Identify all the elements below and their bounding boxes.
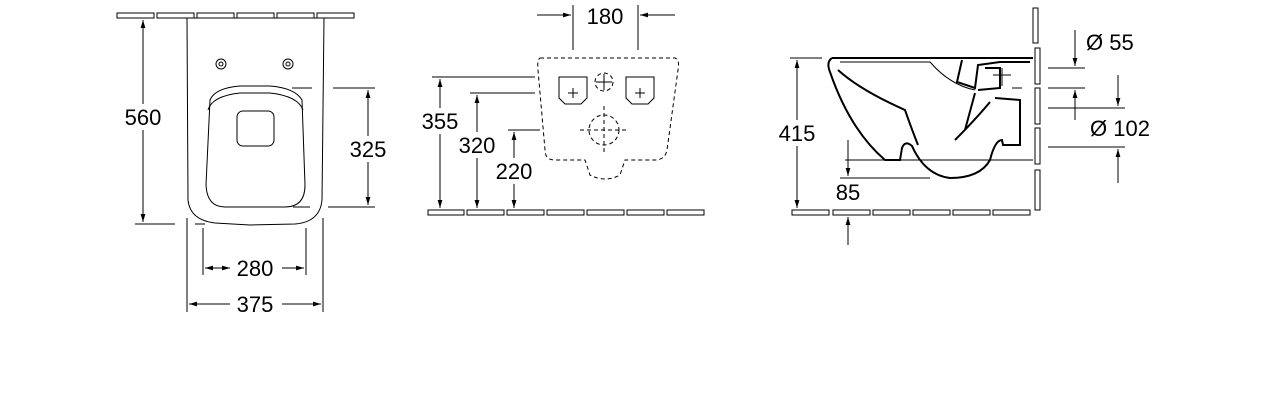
dim-outlet-height: 220 [496, 159, 533, 184]
floor-tiles [791, 209, 1031, 216]
bolt-holes [215, 58, 294, 70]
toilet-outline [186, 17, 325, 226]
dim-outlet-diameter: Ø 102 [1090, 116, 1150, 141]
seat-lid [205, 85, 306, 208]
bowl-profile [827, 57, 1033, 180]
wall-fixing-view: 180 355 320 220 [418, 4, 705, 216]
floor-tiles [427, 209, 705, 216]
dim-fixing-height-1: 355 [422, 109, 459, 134]
wall-tiles [116, 12, 355, 19]
wall [1032, 7, 1041, 211]
dim-height: 560 [125, 105, 162, 130]
dim-seat-width: 280 [237, 256, 274, 281]
dim-floor-clearance: 85 [836, 180, 860, 205]
hanger-brackets [558, 76, 655, 105]
seat-hinge-square [236, 110, 275, 147]
dim-fixing-distance: 180 [587, 4, 624, 29]
dim-fixing-height-2: 320 [459, 133, 496, 158]
dim-overall-width: 375 [237, 292, 274, 317]
dim-seat-length: 325 [350, 137, 387, 162]
top-view: 560 325 280 375 [116, 12, 391, 317]
dim-rim-height: 415 [779, 121, 816, 146]
side-view: 415 85 Ø 55 Ø 102 [775, 7, 1164, 245]
dim-inlet-diameter: Ø 55 [1086, 30, 1134, 55]
toilet-outline-dashed [537, 57, 680, 180]
